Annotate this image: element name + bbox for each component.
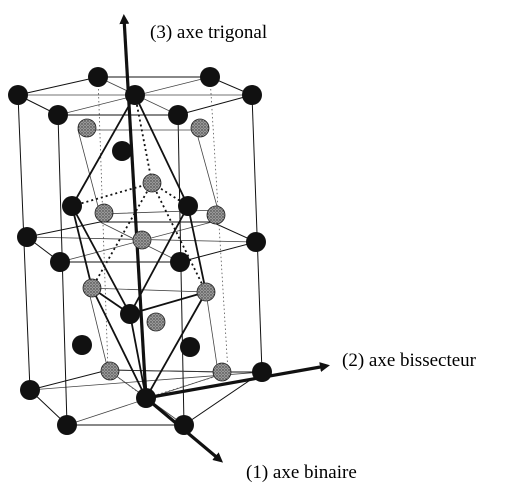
black-atom — [48, 105, 68, 125]
gray-atom — [82, 278, 102, 298]
cell-bond — [187, 205, 207, 293]
black-atom — [168, 105, 188, 125]
binary-axis-label: (1) axe binaire — [246, 462, 357, 483]
gray-atom — [100, 361, 120, 381]
gray-atom — [77, 118, 97, 138]
black-atom — [200, 67, 220, 87]
cell-bond — [129, 313, 147, 399]
gray-atom — [212, 362, 232, 382]
prism-hidden-edge — [97, 76, 109, 371]
black-atom — [50, 252, 70, 272]
gray-atom — [142, 173, 162, 193]
gray-atom — [94, 203, 114, 223]
gray-atom — [206, 205, 226, 225]
black-atoms — [8, 67, 272, 435]
black-atom — [242, 85, 262, 105]
cell-bond-hidden — [91, 182, 153, 289]
black-atom — [180, 337, 200, 357]
black-atom — [62, 196, 82, 216]
level-upper-plane — [77, 129, 219, 215]
black-atom — [8, 85, 28, 105]
rhombohedral-cell — [71, 94, 231, 399]
gray-atom — [190, 118, 210, 138]
black-atom — [170, 252, 190, 272]
black-atom — [112, 141, 132, 161]
cell-bond — [71, 205, 131, 315]
cell-bond-hidden — [151, 182, 207, 293]
black-atom — [246, 232, 266, 252]
black-atom — [120, 304, 140, 324]
cell-bond — [129, 291, 207, 315]
trigonal-axis-label: (3) axe trigonal — [150, 22, 267, 43]
black-atom — [178, 196, 198, 216]
prism-hidden-edge — [209, 76, 229, 373]
black-atom — [57, 415, 77, 435]
black-atom — [136, 388, 156, 408]
cell-bond — [71, 94, 136, 207]
black-atom — [20, 380, 40, 400]
black-atom — [125, 85, 145, 105]
black-atom — [17, 227, 37, 247]
gray-atoms — [77, 118, 232, 382]
black-atom — [88, 67, 108, 87]
cell-bond-hidden — [71, 182, 153, 207]
black-atom — [252, 362, 272, 382]
cell-bond — [134, 94, 189, 207]
gray-atom — [132, 230, 152, 250]
trigonal-axis-arrow — [119, 14, 148, 399]
gray-atom — [146, 312, 166, 332]
cell-bond — [91, 287, 147, 399]
cell-bond — [145, 291, 207, 399]
bisector-axis-label: (2) axe bissecteur — [342, 350, 477, 371]
cell-bond — [71, 205, 93, 289]
black-atom — [72, 335, 92, 355]
bisector-axis-arrow — [145, 362, 330, 400]
black-atom — [174, 415, 194, 435]
gray-atom — [196, 282, 216, 302]
cell-bond-hidden — [134, 94, 153, 184]
